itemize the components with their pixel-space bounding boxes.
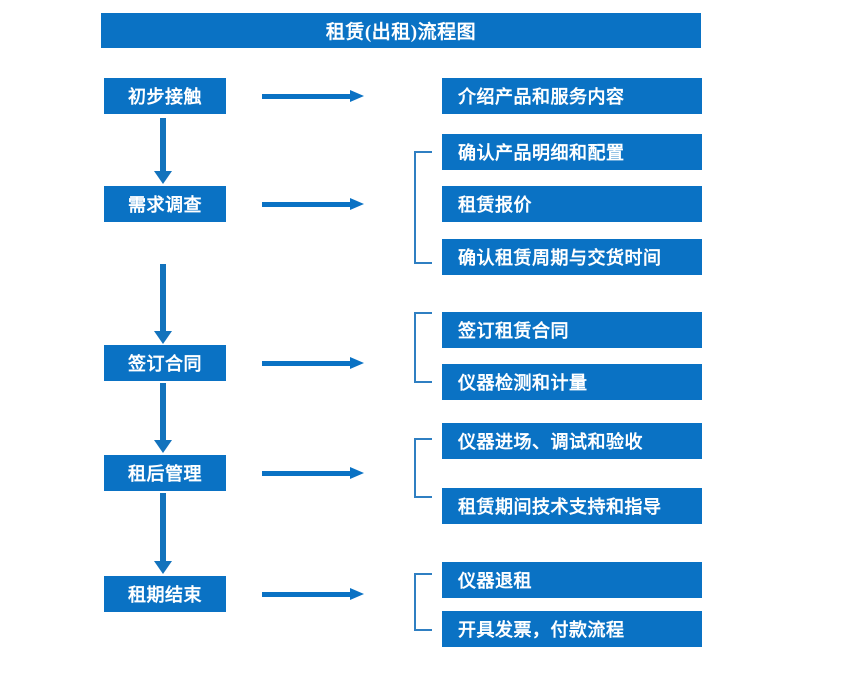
arrow-head xyxy=(154,171,172,184)
task-box-jieshaochanpin[interactable]: 介绍产品和服务内容 xyxy=(442,78,702,114)
arrow-head xyxy=(154,561,172,574)
arrow-shaft xyxy=(262,94,352,99)
stage-box-xuqiudiaocha[interactable]: 需求调查 xyxy=(104,186,226,222)
arrow-shaft xyxy=(262,471,352,476)
arrow-head xyxy=(350,467,364,479)
arrow-shaft xyxy=(160,264,166,331)
arrow-head xyxy=(350,357,364,369)
task-box-qiandingzulinhetong[interactable]: 签订租赁合同 xyxy=(442,312,702,348)
link-arrow-right-4 xyxy=(262,465,364,481)
group-bracket-aftercare xyxy=(414,438,432,498)
task-box-zulinqijianjishuzhichi[interactable]: 租赁期间技术支持和指导 xyxy=(442,488,702,524)
flow-arrow-down-3 xyxy=(154,383,172,453)
stage-box-zuhouguanli[interactable]: 租后管理 xyxy=(104,455,226,491)
task-box-kaijufapiao[interactable]: 开具发票，付款流程 xyxy=(442,611,702,647)
flow-arrow-down-2 xyxy=(154,264,172,344)
arrow-head xyxy=(154,331,172,344)
stage-box-zuqijieshu[interactable]: 租期结束 xyxy=(104,576,226,612)
stage-box-chubujiechu[interactable]: 初步接触 xyxy=(104,78,226,114)
task-box-yiqijinchang[interactable]: 仪器进场、调试和验收 xyxy=(442,423,702,459)
group-bracket-contract xyxy=(414,312,432,383)
link-arrow-right-1 xyxy=(262,88,364,104)
link-arrow-right-3 xyxy=(262,355,364,371)
arrow-shaft xyxy=(262,592,352,597)
arrow-head xyxy=(350,198,364,210)
task-box-yiqituizu[interactable]: 仪器退租 xyxy=(442,562,702,598)
task-box-zulinbaojia[interactable]: 租赁报价 xyxy=(442,186,702,222)
arrow-head xyxy=(350,588,364,600)
diagram-title: 租赁(出租)流程图 xyxy=(101,13,701,48)
group-bracket-needs xyxy=(414,151,432,264)
stage-box-qiandinghetong[interactable]: 签订合同 xyxy=(104,345,226,381)
task-box-querenchanpinmingxi[interactable]: 确认产品明细和配置 xyxy=(442,134,702,170)
arrow-shaft xyxy=(262,202,352,207)
arrow-shaft xyxy=(160,383,166,440)
arrow-shaft xyxy=(160,118,166,171)
arrow-shaft xyxy=(262,361,352,366)
link-arrow-right-2 xyxy=(262,196,364,212)
flow-arrow-down-1 xyxy=(154,118,172,184)
group-bracket-end xyxy=(414,573,432,631)
task-box-querenzulinzhouqi[interactable]: 确认租赁周期与交货时间 xyxy=(442,239,702,275)
arrow-head xyxy=(350,90,364,102)
arrow-shaft xyxy=(160,493,166,561)
task-box-yiqijiancehejiliang[interactable]: 仪器检测和计量 xyxy=(442,364,702,400)
arrow-head xyxy=(154,440,172,453)
flow-arrow-down-4 xyxy=(154,493,172,574)
link-arrow-right-5 xyxy=(262,586,364,602)
